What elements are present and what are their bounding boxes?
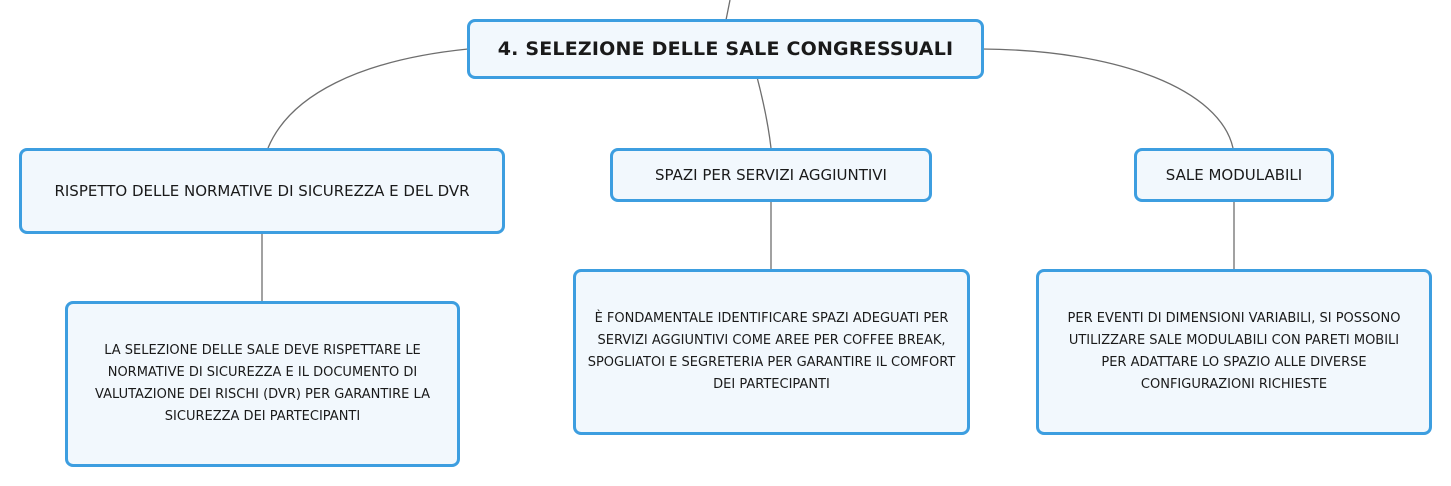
detail-node-text: LA SELEZIONE DELLE SALE DEVE RISPETTARE …	[95, 343, 430, 424]
connector-root-to-branch-2	[756, 76, 772, 149]
detail-node-safety-regulations[interactable]: LA SELEZIONE DELLE SALE DEVE RISPETTARE …	[65, 301, 460, 467]
branch-node-modular-rooms[interactable]: SALE MODULABILI	[1134, 148, 1334, 202]
connector-parent-to-root	[725, 0, 731, 21]
root-node-label: 4. SELEZIONE DELLE SALE CONGRESSUALI	[497, 38, 954, 60]
connector-root-to-branch-3	[981, 48, 1234, 149]
detail-node-additional-services[interactable]: È FONDAMENTALE IDENTIFICARE SPAZI ADEGUA…	[573, 269, 970, 435]
branch-node-label: SPAZI PER SERVIZI AGGIUNTIVI	[655, 166, 887, 184]
detail-node-text: PER EVENTI DI DIMENSIONI VARIABILI, SI P…	[1067, 311, 1401, 392]
branch-node-safety-regulations[interactable]: RISPETTO DELLE NORMATIVE DI SICUREZZA E …	[19, 148, 505, 234]
branch-node-label: RISPETTO DELLE NORMATIVE DI SICUREZZA E …	[54, 182, 470, 200]
branch-node-label: SALE MODULABILI	[1165, 166, 1303, 184]
detail-node-modular-rooms[interactable]: PER EVENTI DI DIMENSIONI VARIABILI, SI P…	[1036, 269, 1432, 435]
connector-root-to-branch-1	[267, 48, 469, 149]
detail-node-text: È FONDAMENTALE IDENTIFICARE SPAZI ADEGUA…	[587, 311, 956, 392]
root-node[interactable]: 4. SELEZIONE DELLE SALE CONGRESSUALI	[467, 19, 984, 79]
branch-node-additional-services[interactable]: SPAZI PER SERVIZI AGGIUNTIVI	[610, 148, 932, 202]
